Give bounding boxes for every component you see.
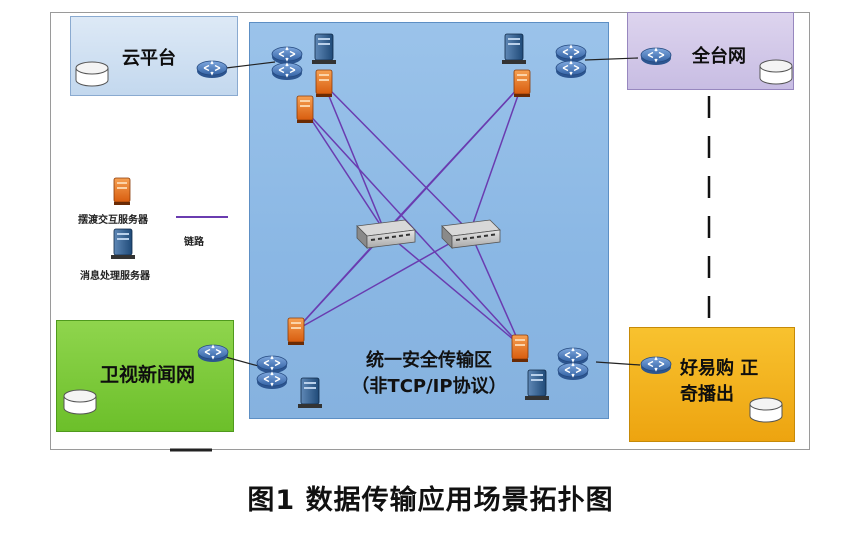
link-line [469,83,523,233]
ferry-server-icon [315,69,333,98]
link-line [323,83,471,233]
figure-caption: 图1 数据传输应用场景拓扑图 [247,485,614,516]
message-server-icon [311,33,337,65]
cctv-link-line [584,57,639,61]
router-icon [271,62,303,81]
secure-transfer-zone [249,22,609,419]
legend-message-server-label: 消息处理服务器 [80,271,150,282]
database-icon [759,59,793,85]
database-icon [75,61,109,87]
database-icon [63,389,97,415]
home-shopping-label-line2: 奇播出 [680,384,734,405]
weishi-link-line [221,355,263,368]
link-line [384,231,521,346]
satellite-news-label: 卫视新闻网 [100,364,196,386]
link-line [323,83,386,233]
database-icon [749,397,783,423]
mesh-links [295,83,523,346]
router-icon [640,356,672,375]
message-server-icon [297,377,323,409]
router-icon [256,371,288,390]
link-line [469,231,521,346]
router-icon [640,47,672,66]
router-icon [196,60,228,79]
haoyi-link-line [595,361,641,366]
router-icon [197,344,229,363]
router-icon [557,362,589,381]
legend-link-label: 链路 [184,237,204,248]
secure-zone-subtitle: （非TCP/IP协议） [351,376,507,397]
cloud-platform-label: 云平台 [122,48,176,69]
ferry-server-icon [287,317,305,346]
legend-ferry-server-label: 摆渡交互服务器 [78,215,148,226]
link-line [304,109,386,233]
ferry-server-icon [296,95,314,124]
router-icon [555,60,587,79]
link-line [295,231,471,331]
legend-ferry-server-icon [113,177,131,206]
home-shopping-zone [629,327,795,442]
external-links [221,57,641,368]
router-icon [555,44,587,63]
secure-zone-title: 统一安全传输区 [366,350,492,371]
core-switch-left [356,219,416,249]
station-network-label: 全台网 [692,46,746,67]
link-line [295,231,386,331]
cloud-link-line [225,61,276,69]
router-icon [271,46,303,65]
legend-message-server-icon [110,228,136,260]
core-switch-right [441,219,501,249]
ferry-server-icon [513,69,531,98]
message-server-icon [501,33,527,65]
router-icon [256,355,288,374]
home-shopping-label-line1: 好易购 正 [680,358,759,379]
